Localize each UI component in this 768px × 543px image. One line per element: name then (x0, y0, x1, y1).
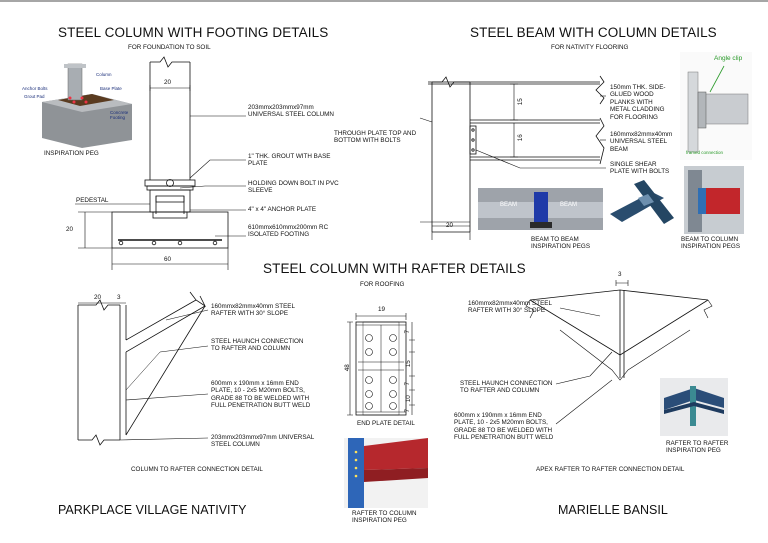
beam-to-beam-image-1: BEAM BEAM (478, 188, 603, 230)
beam-note-beam: 160mmx82mmx40mm UNIVERSAL STEEL BEAM (610, 131, 673, 153)
column-to-rafter-drawing (77, 291, 209, 446)
beam-note-floor: 150mm THK. SIDE- GLUED WOOD PLANKS WITH … (610, 84, 666, 121)
author-name: MARIELLE BANSIL (558, 503, 668, 517)
footing-inspiration-caption: INSPIRATION PEG (44, 150, 99, 157)
footing-note-anchor-plate: 4" x 4" ANCHOR PLATE (248, 206, 317, 213)
footing-inspiration-image: Column Anchor Bolts Base Plate Grout Pad… (22, 62, 137, 148)
pedestal-label: PEDESTAL (76, 197, 109, 204)
rafter-note-rafter: 160mmx82mmx40mm STEEL RAFTER WITH 30° SL… (211, 303, 295, 318)
subtitle-rafter: FOR ROOFING (360, 281, 405, 288)
beam-word-left: BEAM (500, 202, 518, 208)
end-plate-dim-side: 48 (343, 364, 351, 372)
title-footing: STEEL COLUMN WITH FOOTING DETAILS (58, 25, 329, 40)
apex-dim-top: 3 (618, 271, 622, 278)
beam-to-column-caption: BEAM TO COLUMN INSPIRATION PEGS (681, 236, 741, 251)
footing-detail-drawing (75, 56, 246, 270)
apex-caption: APEX RAFTER TO RAFTER CONNECTION DETAIL (536, 466, 685, 473)
beam-note-through-plate: THROUGH PLATE TOP AND BOTTOM WITH BOLTS (334, 130, 417, 145)
apex-note-end-plate: 600mm x 190mm x 16mm END PLATE, 10 - 2x5… (454, 412, 554, 442)
framed-connection-label: framed connection (686, 150, 724, 155)
rafter-note-end-plate: 600mm x 190mm x 16mm END PLATE, 10 - 2x5… (211, 380, 311, 410)
end-plate-drawing (347, 313, 415, 416)
apex-detail-drawing (525, 280, 713, 425)
footing-dim-top: 20 (164, 79, 172, 86)
project-name: PARKPLACE VILLAGE NATIVITY (58, 503, 247, 517)
column-rafter-caption: COLUMN TO RAFTER CONNECTION DETAIL (131, 466, 263, 473)
end-plate-caption: END PLATE DETAIL (357, 420, 415, 427)
rafter-to-rafter-image (660, 378, 728, 436)
beam-dim-16: 16 (516, 134, 524, 142)
footing-note-bolt: HOLDING DOWN BOLT IN PVC SLEEVE (248, 180, 339, 195)
beam-detail-drawing (419, 75, 606, 240)
beam-dim-15: 15 (516, 98, 524, 106)
rafter-to-rafter-caption: RAFTER TO RAFTER INSPIRATION PEG (666, 440, 729, 455)
inspo-label-concrete-footing: Concrete Footing (110, 110, 129, 120)
rafter-dim-3: 3 (117, 294, 121, 301)
title-rafter: STEEL COLUMN WITH RAFTER DETAILS (263, 261, 526, 276)
rafter-note-haunch: STEEL HAUNCH CONNECTION TO RAFTER AND CO… (211, 338, 304, 353)
footing-note-footing: 610mmx610mmx200mm RC ISOLATED FOOTING (248, 224, 329, 239)
rafter-to-column-caption: RAFTER TO COLUMN INSPIRATION PEG (352, 510, 417, 525)
inspo-label-column: Column (96, 72, 112, 77)
subtitle-footing: FOR FOUNDATION TO SOIL (128, 44, 211, 51)
beam-dim-20: 20 (446, 222, 454, 229)
inspo-label-grout-pad: Grout Pad (24, 94, 45, 99)
beam-to-column-image (684, 166, 744, 234)
rafter-note-column: 203mmx203mmx97mm UNIVERSAL STEEL COLUMN (211, 434, 315, 449)
title-beam: STEEL BEAM WITH COLUMN DETAILS (470, 25, 717, 40)
inspo-label-base-plate: Base Plate (100, 86, 122, 91)
apex-note-rafter: 160mmx82mmx40mm STEEL RAFTER WITH 30° SL… (468, 300, 552, 315)
end-plate-dim-top: 19 (378, 306, 386, 313)
apex-note-haunch: STEEL HAUNCH CONNECTION TO RAFTER AND CO… (460, 380, 553, 395)
subtitle-beam: FOR NATIVITY FLOORING (551, 44, 629, 51)
angle-clip-label: Angle clip (714, 55, 743, 62)
beam-to-beam-caption: BEAM TO BEAM INSPIRATION PEGS (531, 236, 591, 251)
beam-to-beam-image-2 (608, 178, 678, 230)
end-plate-bolts (356, 322, 406, 415)
beam-note-shear-plate: SINGLE SHEAR PLATE WITH BOLTS (610, 161, 670, 176)
framed-connection-image: Angle clip framed connection (680, 52, 752, 160)
beam-word-right: BEAM (560, 202, 578, 208)
footing-dim-height: 20 (66, 226, 74, 233)
footing-note-grout: 1" THK. GROUT WITH BASE PLATE (248, 153, 331, 168)
rafter-dim-20: 20 (94, 294, 102, 301)
footing-dim-width: 60 (164, 256, 172, 263)
rafter-to-column-image (344, 438, 428, 508)
inspo-label-anchor-bolts: Anchor Bolts (22, 86, 48, 91)
footing-note-column: 203mmx203mmx97mm UNIVERSAL STEEL COLUMN (248, 104, 334, 119)
